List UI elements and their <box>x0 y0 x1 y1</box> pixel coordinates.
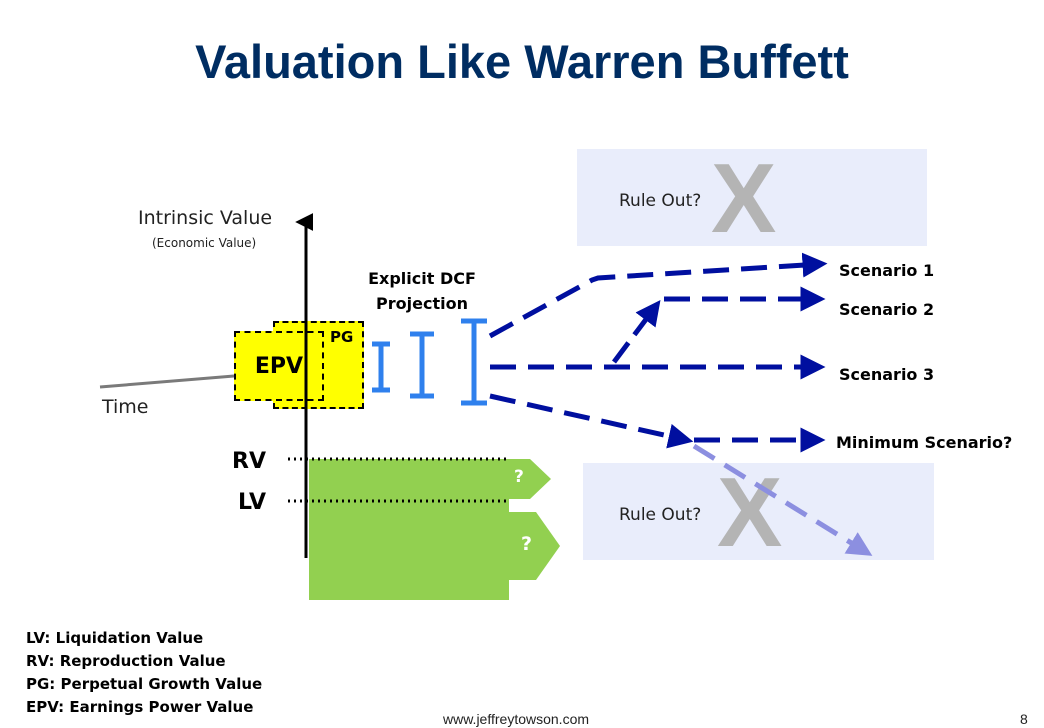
slide-title: Valuation Like Warren Buffett <box>195 35 849 88</box>
minimum-scenario-label: Minimum Scenario? <box>836 433 1013 452</box>
minimum-scenario-descent-arrow <box>489 393 694 449</box>
rule-out-box-bottom: Rule Out? X <box>583 457 934 567</box>
dcf-bar-1 <box>372 341 390 393</box>
y-axis-label: Intrinsic Value <box>138 207 273 229</box>
rule-out-label-bottom: Rule Out? <box>619 505 702 525</box>
legend-item-epv: EPV: Earnings Power Value <box>26 698 254 716</box>
scenario-2-label: Scenario 2 <box>839 300 935 319</box>
footer-website: www.jeffreytowson.com <box>443 711 590 727</box>
time-axis-line <box>99 374 235 389</box>
scenario-3-label: Scenario 3 <box>839 365 935 384</box>
legend-item-pg: PG: Perpetual Growth Value <box>26 675 263 693</box>
dcf-label-line1: Explicit DCF <box>368 269 476 288</box>
x-axis-label: Time <box>102 396 149 418</box>
dcf-label-line2: Projection <box>376 294 468 313</box>
lv-question-mark: ? <box>521 533 533 555</box>
legend-item-lv: LV: Liquidation Value <box>26 629 204 647</box>
dcf-bar-2 <box>410 331 434 399</box>
epv-label: EPV <box>254 353 304 379</box>
lv-green-area <box>309 499 509 600</box>
scenario-1-label: Scenario 1 <box>839 261 935 280</box>
rule-out-x-bottom: X <box>717 457 783 567</box>
lv-label: LV <box>238 490 267 515</box>
rule-out-box-top: Rule Out? X <box>577 143 927 253</box>
scenario-1-arrow <box>488 252 828 339</box>
rule-out-label-top: Rule Out? <box>619 191 702 211</box>
legend: LV: Liquidation Value RV: Reproduction V… <box>26 627 262 719</box>
dcf-bar-3 <box>461 318 487 406</box>
rule-out-x-top: X <box>711 143 777 253</box>
page-number: 8 <box>1020 711 1028 727</box>
epv-box: EPV <box>234 331 324 401</box>
rv-label: RV <box>232 449 266 474</box>
legend-item-rv: RV: Reproduction Value <box>26 652 226 670</box>
lv-green-arrowhead <box>508 512 560 580</box>
rv-question-mark: ? <box>514 467 524 487</box>
rv-green-area <box>309 459 509 499</box>
y-axis-sublabel: (Economic Value) <box>152 236 257 250</box>
rule-out-faded-arrow <box>692 443 873 556</box>
rv-green-arrowhead <box>508 459 551 499</box>
dcf-label: Explicit DCF Projection <box>342 266 502 316</box>
pg-label: PG <box>330 328 354 346</box>
scenario-2-branch-arrow <box>612 300 661 364</box>
